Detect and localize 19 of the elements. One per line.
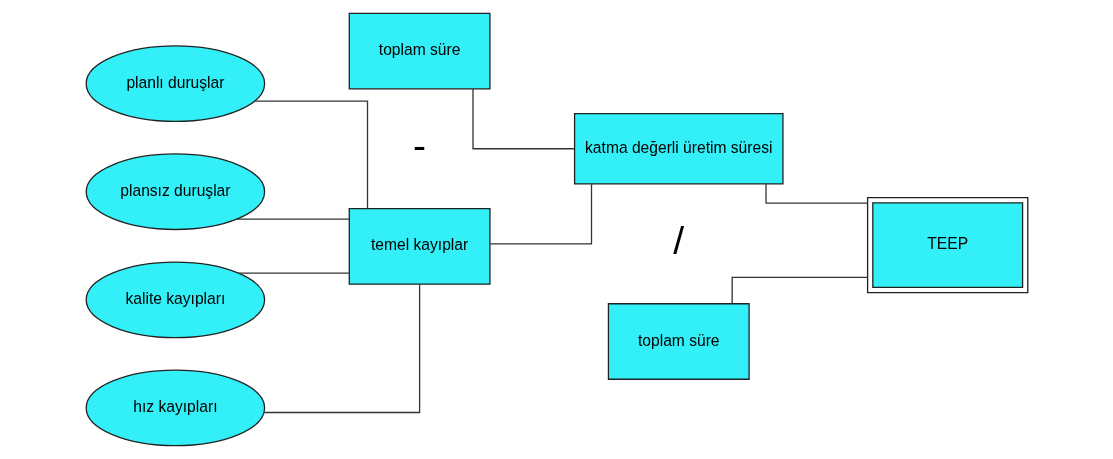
connector — [253, 100, 368, 210]
node-box: toplam süre — [348, 12, 491, 90]
connector — [237, 272, 350, 274]
node-ellipse: hız kayıpları — [85, 369, 265, 447]
connector — [764, 183, 868, 204]
label: - — [412, 123, 426, 167]
node-box: temel kayıplar — [348, 208, 491, 285]
node-ellipse: plansız duruşlar — [85, 153, 265, 231]
connector — [263, 283, 420, 414]
label: / — [672, 218, 684, 262]
connector — [471, 88, 575, 150]
connector — [731, 276, 868, 305]
connector — [235, 218, 350, 220]
node-ellipse: planlı duruşlar — [85, 45, 265, 123]
connector — [488, 183, 592, 245]
node-box: katma değerli üretim süresi — [573, 112, 784, 185]
node-ellipse: kalite kayıpları — [85, 261, 265, 339]
node-box: TEEP — [866, 196, 1028, 294]
node-box: toplam süre — [607, 303, 750, 380]
